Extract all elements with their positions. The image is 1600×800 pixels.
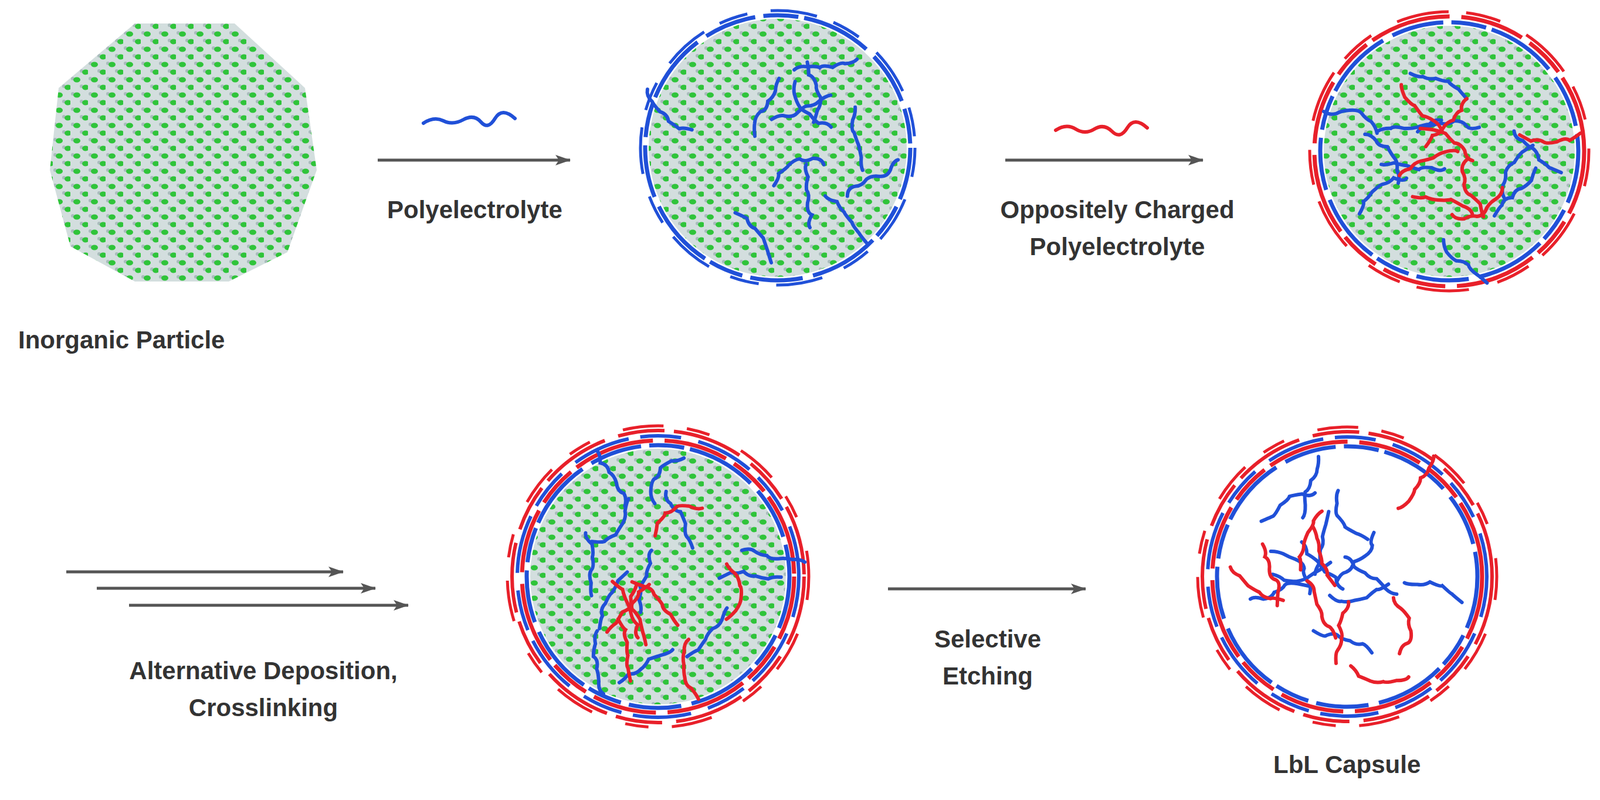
red-layer — [507, 425, 809, 728]
step-label: Oppositely Charged Polyelectrolyte — [979, 191, 1256, 266]
polyelectrolyte-strand — [1302, 456, 1319, 518]
polyelectrolyte-strand — [1502, 145, 1533, 198]
polyelectrolyte-strand — [1393, 597, 1412, 654]
polyelectrolyte-strand — [719, 571, 782, 579]
coated-particle — [1323, 25, 1575, 277]
polyelectrolyte-strand — [1401, 85, 1443, 132]
step-label: LbL Capsule — [1273, 746, 1421, 783]
polyelectrolyte-strand — [1350, 665, 1409, 683]
arrow — [887, 587, 1086, 591]
polyelectrolyte-strand — [686, 608, 727, 657]
polyelectrolyte-strand — [647, 89, 693, 130]
polyelectrolyte-strand — [1425, 98, 1467, 147]
polyelectrolyte-strand — [1364, 134, 1399, 184]
arrow — [1005, 158, 1203, 162]
red-layer — [1212, 441, 1483, 712]
polyelectrolyte-strand — [1359, 177, 1407, 214]
polyelectrolyte-strand — [1462, 159, 1484, 217]
polyelectrolyte-strand — [1323, 110, 1378, 134]
step-label: Selective Etching — [905, 620, 1070, 695]
polyelectrolyte-strand — [1443, 239, 1487, 284]
polyelectrolyte-strand — [852, 107, 863, 171]
polyelectrolyte-strand — [665, 491, 693, 548]
step-label: Inorganic Particle — [18, 321, 225, 359]
polyelectrolyte-strand — [1412, 196, 1473, 214]
arrow — [66, 570, 344, 574]
polyelectrolyte-strand — [1307, 580, 1337, 638]
polyelectrolyte-strand — [1230, 567, 1284, 601]
polyelectrolyte-strand — [1336, 490, 1368, 540]
polyelectrolyte-strand — [1519, 133, 1581, 144]
blue-layer — [1207, 436, 1487, 717]
polyelectrolyte-strand — [1270, 551, 1311, 594]
step-label: Alternative Deposition, Crosslinking — [75, 652, 452, 727]
polyelectrolyte-strand — [1420, 128, 1473, 161]
polyelectrolyte-strand — [1452, 187, 1503, 219]
inorganic-particle — [49, 23, 317, 282]
polyelectrolyte-strand — [1336, 601, 1349, 664]
polyelectrolyte-strand — [771, 95, 832, 120]
polyelectrolyte-strand — [773, 158, 824, 186]
polyelectrolyte-strand — [655, 505, 703, 536]
polyelectrolyte-strand — [1329, 584, 1389, 602]
arrow — [96, 587, 376, 591]
polyelectrolyte-strand — [1398, 456, 1435, 509]
blue-layer — [1320, 22, 1579, 281]
polyelectrolyte-strand — [726, 564, 742, 620]
coated-particle — [530, 448, 786, 705]
red-layer — [1197, 426, 1497, 727]
blue-layer — [645, 15, 911, 281]
blue-layer — [1217, 446, 1478, 707]
arrow — [377, 158, 571, 162]
blue-layer — [640, 10, 915, 286]
polyelectrolyte-strand — [1399, 150, 1458, 176]
polyelectrolyte-strand — [638, 550, 652, 613]
polyelectrolyte-strand — [1404, 581, 1463, 603]
polyelectrolyte-strand — [593, 631, 604, 694]
polyelectrolyte-strand — [1344, 557, 1397, 595]
polyelectrolyte-strand — [596, 450, 626, 507]
polyelectrolyte-strand — [423, 112, 515, 126]
polyelectrolyte-strand — [1055, 121, 1148, 135]
polyelectrolyte-strand — [794, 59, 857, 70]
polyelectrolyte-strand — [847, 160, 898, 197]
red-layer — [1202, 431, 1493, 722]
polyelectrolyte-strand — [1312, 526, 1335, 586]
polyelectrolyte-strand — [683, 639, 699, 700]
polyelectrolyte-strand — [1299, 511, 1322, 571]
polyelectrolyte-strand — [807, 62, 821, 123]
polyelectrolyte-strand — [735, 212, 772, 263]
polyelectrolyte-strand — [741, 548, 806, 562]
polyelectrolyte-strand — [754, 78, 779, 137]
red-layer — [521, 440, 795, 713]
step-label: Polyelectrolyte — [387, 191, 563, 229]
red-layer — [512, 430, 805, 723]
polyelectrolyte-strand — [1410, 73, 1467, 99]
arrow — [129, 604, 409, 608]
blue-layer — [526, 445, 790, 708]
polyelectrolyte-strand — [618, 619, 631, 682]
coated-particle — [648, 18, 907, 277]
polyelectrolyte-strand — [825, 195, 867, 244]
red-layer — [1309, 11, 1589, 291]
polyelectrolyte-strand — [805, 164, 812, 228]
polyelectrolyte-strand — [607, 584, 650, 633]
red-layer — [1314, 16, 1585, 287]
polyelectrolyte-strand — [591, 499, 629, 543]
blue-layer — [517, 435, 799, 718]
polyelectrolyte-strand — [650, 458, 684, 504]
